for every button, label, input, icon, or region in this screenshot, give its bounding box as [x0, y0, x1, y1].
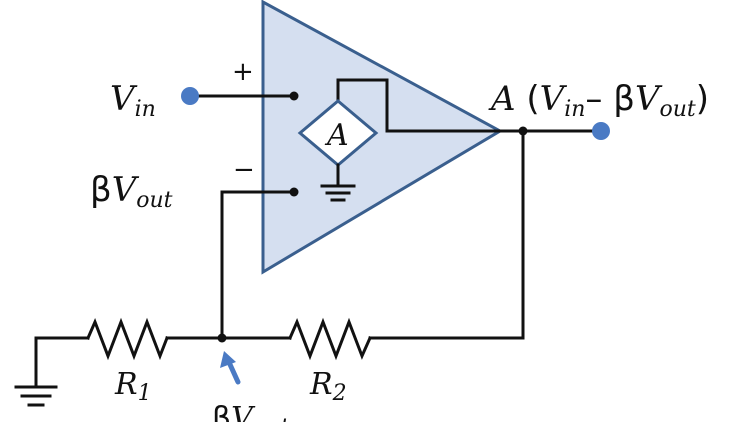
resistor-icon [86, 317, 169, 361]
resistor-icon [288, 317, 372, 361]
feedback-input-label: βVout [90, 170, 173, 213]
output-terminal[interactable] [592, 122, 610, 140]
feedback-wire [368, 129, 525, 340]
tap-node [217, 333, 227, 343]
internal-top-wire [336, 78, 500, 133]
ground-icon [14, 385, 58, 407]
vin-label: Vin [110, 79, 156, 122]
r1-label: R1 [114, 367, 152, 406]
opamp-triangle [261, 0, 504, 275]
arrow-up-icon [220, 351, 241, 385]
noninverting-node [289, 91, 299, 101]
inverting-wire [220, 190, 296, 340]
minus-sign: − [233, 155, 255, 185]
inverting-node [289, 187, 299, 197]
tap-label: βVout [212, 401, 289, 422]
vin-terminal[interactable] [181, 87, 199, 105]
gain-label: A [324, 118, 349, 153]
output-label: A (Vin– βVout) [488, 79, 709, 122]
plus-sign: + [232, 57, 254, 87]
ground-icon [320, 184, 356, 202]
left-ground-wire [34, 336, 90, 387]
r2-label: R2 [309, 367, 347, 406]
